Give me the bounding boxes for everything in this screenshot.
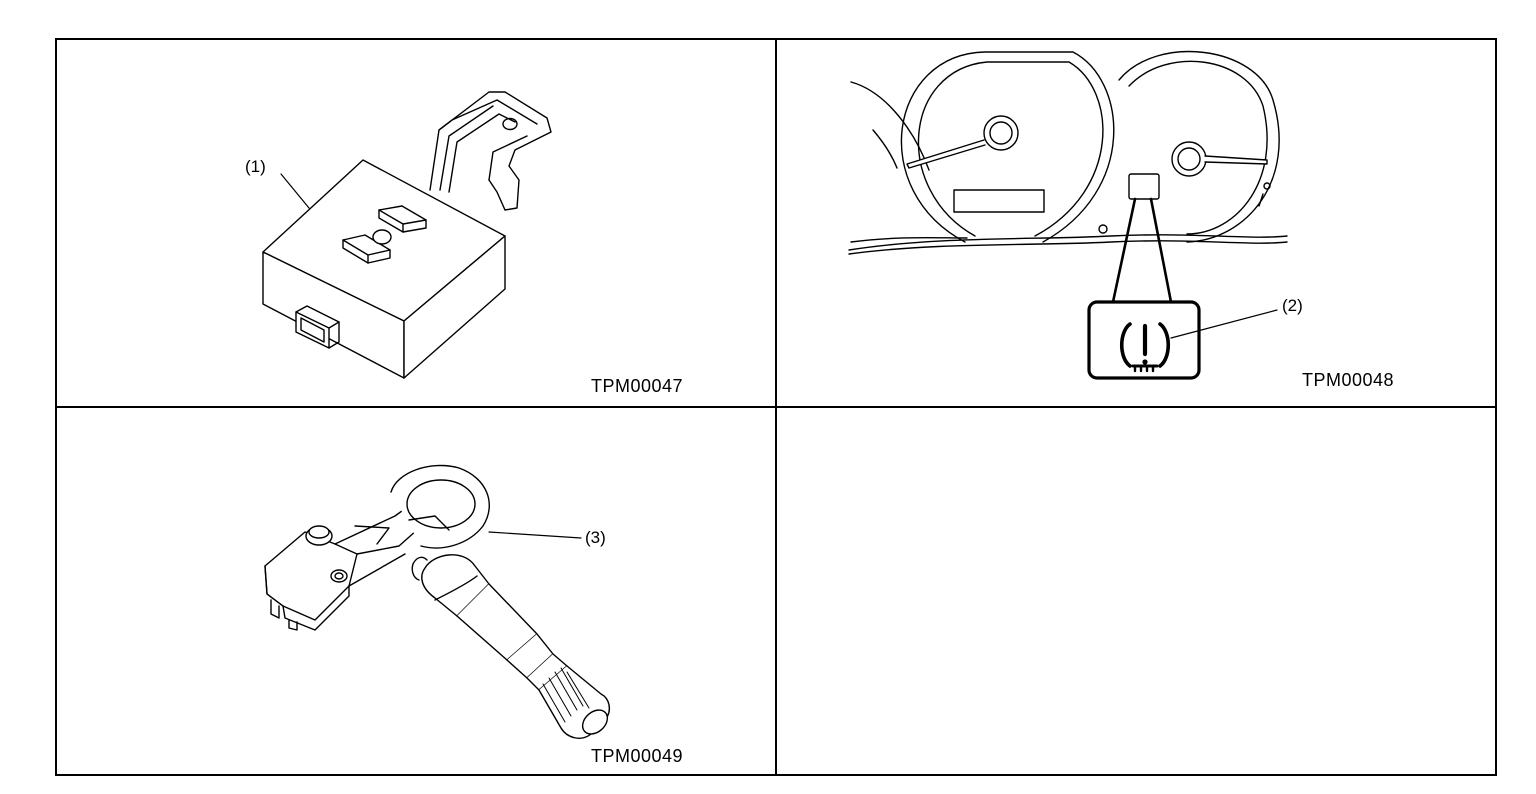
callout-1: (1) (245, 157, 266, 176)
module-illustration (57, 40, 777, 408)
figure-cell-meter: (2) TPM00048 (777, 40, 1495, 408)
figure-code-3: TPM00049 (591, 746, 684, 766)
sensor-illustration (57, 408, 777, 774)
callout-3: (3) (585, 528, 606, 547)
meter-illustration (777, 40, 1495, 408)
figure-code-2: TPM00048 (1302, 370, 1395, 390)
figure-cell-sensor: (3) TPM00049 (57, 408, 777, 774)
figure-code-1: TPM00047 (591, 376, 684, 396)
figure-cell-empty (777, 408, 1495, 774)
figure-cell-module: (1) TPM00047 (57, 40, 777, 408)
callout-2: (2) (1282, 296, 1303, 315)
figure-table: (1) TPM00047 (55, 38, 1497, 776)
